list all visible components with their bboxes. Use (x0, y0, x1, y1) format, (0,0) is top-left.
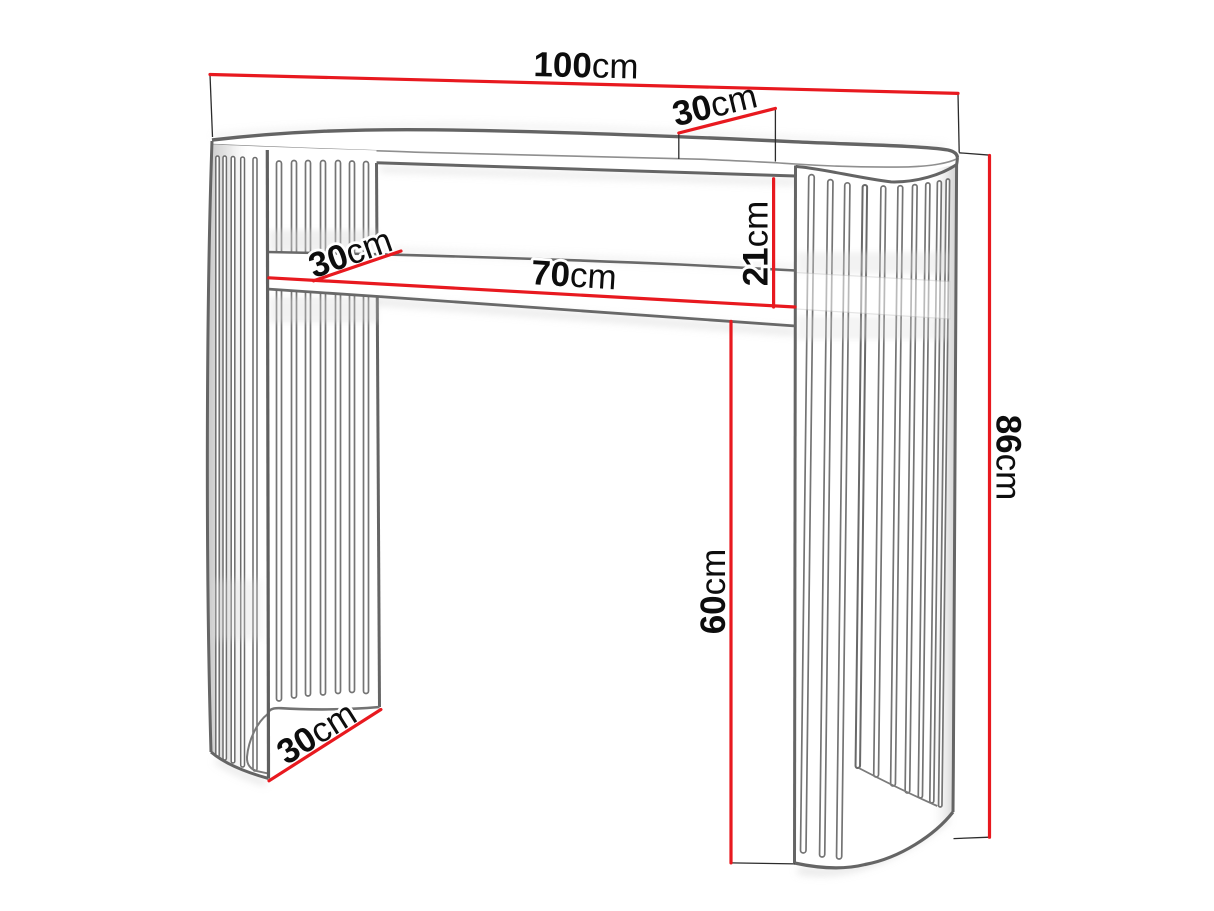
svg-text:60cm: 60cm (694, 549, 733, 635)
svg-text:70cm: 70cm (530, 253, 618, 297)
svg-text:86cm: 86cm (989, 415, 1028, 501)
svg-text:100cm: 100cm (533, 45, 639, 86)
svg-text:21cm: 21cm (736, 201, 775, 287)
